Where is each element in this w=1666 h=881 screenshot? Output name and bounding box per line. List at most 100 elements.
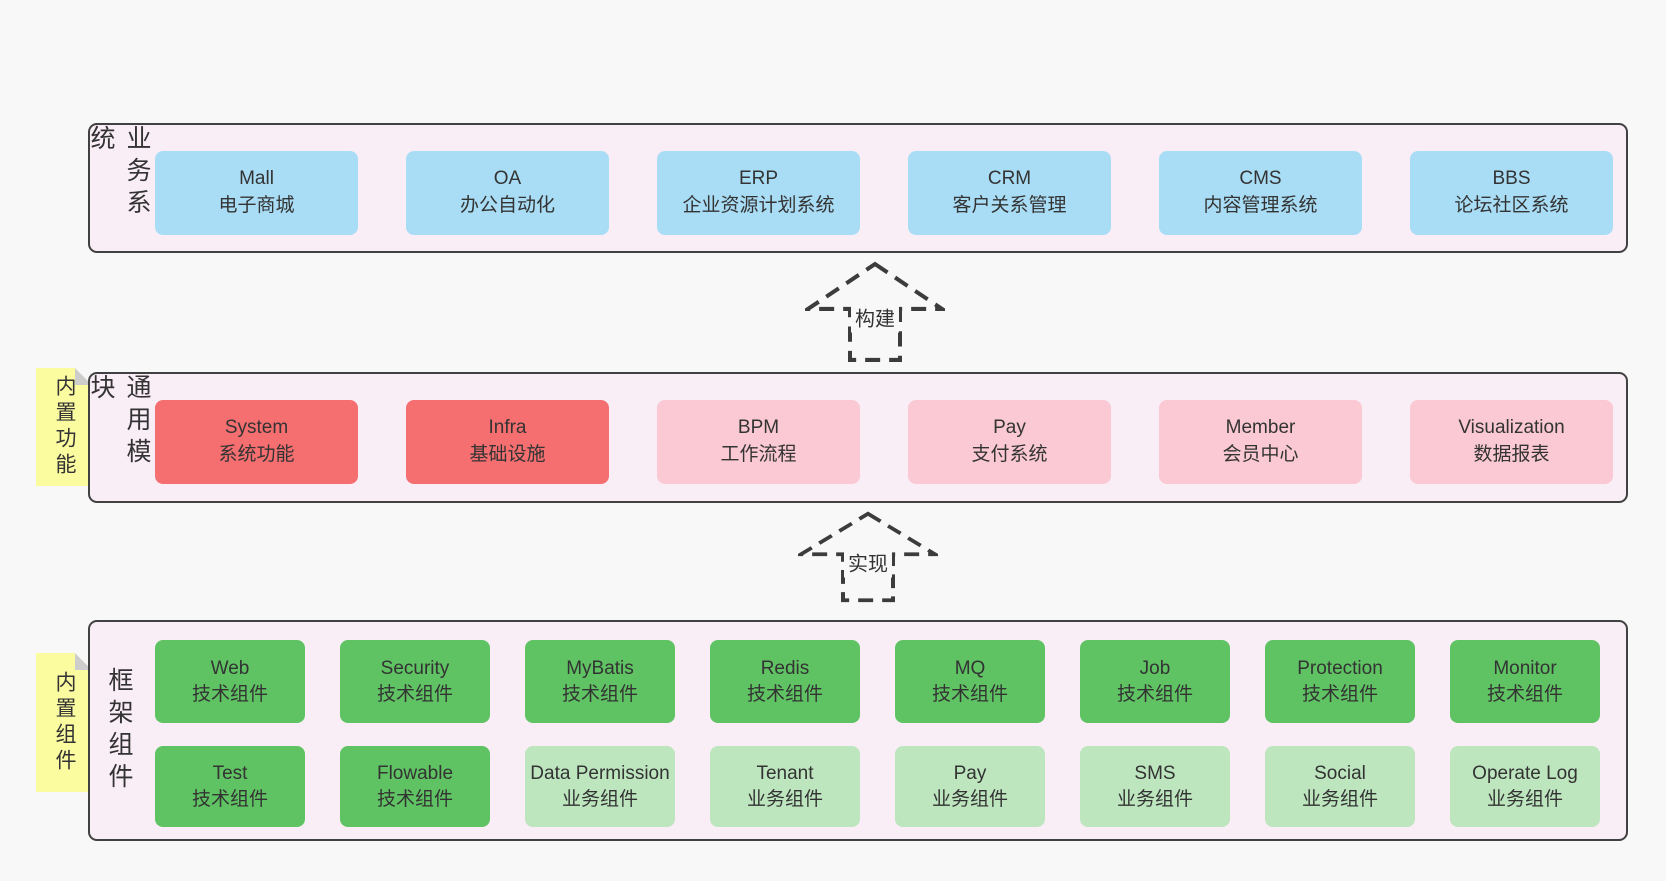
box-protection: Protection 技术组件 <box>1265 640 1415 723</box>
box-pay-biz: Pay 业务组件 <box>895 746 1045 827</box>
box-subtitle: 技术组件 <box>1486 683 1563 705</box>
box-subtitle: 技术组件 <box>376 788 453 810</box>
box-title: BPM <box>737 417 780 439</box>
sticky-note-label: 内置功能 <box>53 375 76 479</box>
box-bbs: BBS 论坛社区系统 <box>1410 151 1613 235</box>
box-title: CRM <box>987 168 1032 190</box>
sticky-note-builtin-components: 内置组件 <box>36 653 92 792</box>
box-subtitle: 技术组件 <box>376 683 453 705</box>
box-infra: Infra 基础设施 <box>406 400 609 484</box>
box-title: Social <box>1314 762 1366 784</box>
box-title: Protection <box>1297 657 1383 679</box>
box-subtitle: 会员中心 <box>1222 444 1299 465</box>
band-business-systems: 业务系统 Mall 电子商城 OA 办公自动化 ERP 企业资源计划系统 CRM… <box>87 123 1628 253</box>
arrow-label: 构建 <box>851 301 899 333</box>
box-subtitle: 业务组件 <box>931 788 1008 810</box>
box-title: Operate Log <box>1472 762 1578 784</box>
box-subtitle: 业务组件 <box>746 788 823 810</box>
box-social: Social 业务组件 <box>1265 746 1415 827</box>
box-title: CMS <box>1239 168 1282 190</box>
band-label-common-modules: 通用模块 <box>87 374 151 470</box>
band-label-business-systems: 业务系统 <box>87 125 151 221</box>
box-member: Member 会员中心 <box>1159 400 1362 484</box>
box-subtitle: 系统功能 <box>218 444 295 465</box>
box-subtitle: 技术组件 <box>1301 683 1378 705</box>
box-title: Test <box>212 762 248 784</box>
box-subtitle: 技术组件 <box>746 683 823 705</box>
box-security: Security 技术组件 <box>340 640 490 723</box>
box-title: BBS <box>1492 168 1531 190</box>
box-pay: Pay 支付系统 <box>908 400 1111 484</box>
box-subtitle: 客户关系管理 <box>952 195 1067 216</box>
box-job: Job 技术组件 <box>1080 640 1230 723</box>
box-subtitle: 技术组件 <box>191 683 268 705</box>
box-data-permission: Data Permission 业务组件 <box>525 746 675 827</box>
arrow-up-build: 构建 <box>805 261 945 363</box>
box-redis: Redis 技术组件 <box>710 640 860 723</box>
box-title: ERP <box>738 168 779 190</box>
box-crm: CRM 客户关系管理 <box>908 151 1111 235</box>
box-subtitle: 技术组件 <box>931 683 1008 705</box>
box-subtitle: 工作流程 <box>720 444 797 465</box>
box-mq: MQ 技术组件 <box>895 640 1045 723</box>
box-title: Flowable <box>376 762 454 784</box>
box-title: Visualization <box>1458 417 1565 439</box>
box-test: Test 技术组件 <box>155 746 305 827</box>
band-label-framework-components: 框架组件 <box>105 666 133 795</box>
box-title: Job <box>1139 657 1171 679</box>
box-oa: OA 办公自动化 <box>406 151 609 235</box>
box-subtitle: 技术组件 <box>561 683 638 705</box>
box-cms: CMS 内容管理系统 <box>1159 151 1362 235</box>
box-tenant: Tenant 业务组件 <box>710 746 860 827</box>
box-title: Security <box>380 657 450 679</box>
box-subtitle: 业务组件 <box>1486 788 1563 810</box>
box-mall: Mall 电子商城 <box>155 151 358 235</box>
box-title: Pay <box>993 417 1026 439</box>
box-title: MyBatis <box>566 657 634 679</box>
box-title: Tenant <box>756 762 814 784</box>
band-framework-components: 框架组件 Web 技术组件 Security 技术组件 MyBatis 技术组件… <box>88 620 1628 841</box>
box-visualization: Visualization 数据报表 <box>1410 400 1613 484</box>
box-title: Redis <box>760 657 810 679</box>
box-subtitle: 业务组件 <box>1116 788 1193 810</box>
box-web: Web 技术组件 <box>155 640 305 723</box>
box-title: Web <box>210 657 250 679</box>
box-subtitle: 内容管理系统 <box>1203 195 1318 216</box>
box-subtitle: 办公自动化 <box>459 195 555 216</box>
box-subtitle: 电子商城 <box>218 195 295 216</box>
box-sms: SMS 业务组件 <box>1080 746 1230 827</box>
box-subtitle: 基础设施 <box>469 444 546 465</box>
box-flowable: Flowable 技术组件 <box>340 746 490 827</box>
box-subtitle: 业务组件 <box>1301 788 1378 810</box>
box-title: Data Permission <box>530 762 670 784</box>
box-title: SMS <box>1134 762 1176 784</box>
box-title: Pay <box>953 762 987 784</box>
box-subtitle: 数据报表 <box>1473 444 1550 465</box>
box-subtitle: 企业资源计划系统 <box>682 195 835 216</box>
box-title: OA <box>493 168 522 190</box>
box-system: System 系统功能 <box>155 400 358 484</box>
box-subtitle: 论坛社区系统 <box>1454 195 1569 216</box>
box-mybatis: MyBatis 技术组件 <box>525 640 675 723</box>
arrow-label: 实现 <box>844 546 892 578</box>
arrow-up-implement: 实现 <box>798 511 938 603</box>
box-title: MQ <box>954 657 986 679</box>
box-operate-log: Operate Log 业务组件 <box>1450 746 1600 827</box>
box-title: Infra <box>488 417 527 439</box>
box-subtitle: 技术组件 <box>191 788 268 810</box>
band-common-modules: 通用模块 System 系统功能 Infra 基础设施 BPM 工作流程 Pay… <box>87 372 1628 503</box>
box-title: Monitor <box>1493 657 1557 679</box>
box-title: Mall <box>239 168 274 190</box>
box-erp: ERP 企业资源计划系统 <box>657 151 860 235</box>
sticky-note-builtin-features: 内置功能 <box>36 368 92 486</box>
box-subtitle: 业务组件 <box>561 788 638 810</box>
dashed-block-arrow-icon <box>798 511 938 603</box>
box-bpm: BPM 工作流程 <box>657 400 860 484</box>
box-subtitle: 支付系统 <box>971 444 1048 465</box>
sticky-note-label: 内置组件 <box>53 670 76 775</box>
dashed-block-arrow-icon <box>805 261 945 362</box>
box-monitor: Monitor 技术组件 <box>1450 640 1600 723</box>
box-title: Member <box>1225 417 1296 439</box>
box-subtitle: 技术组件 <box>1116 683 1193 705</box>
